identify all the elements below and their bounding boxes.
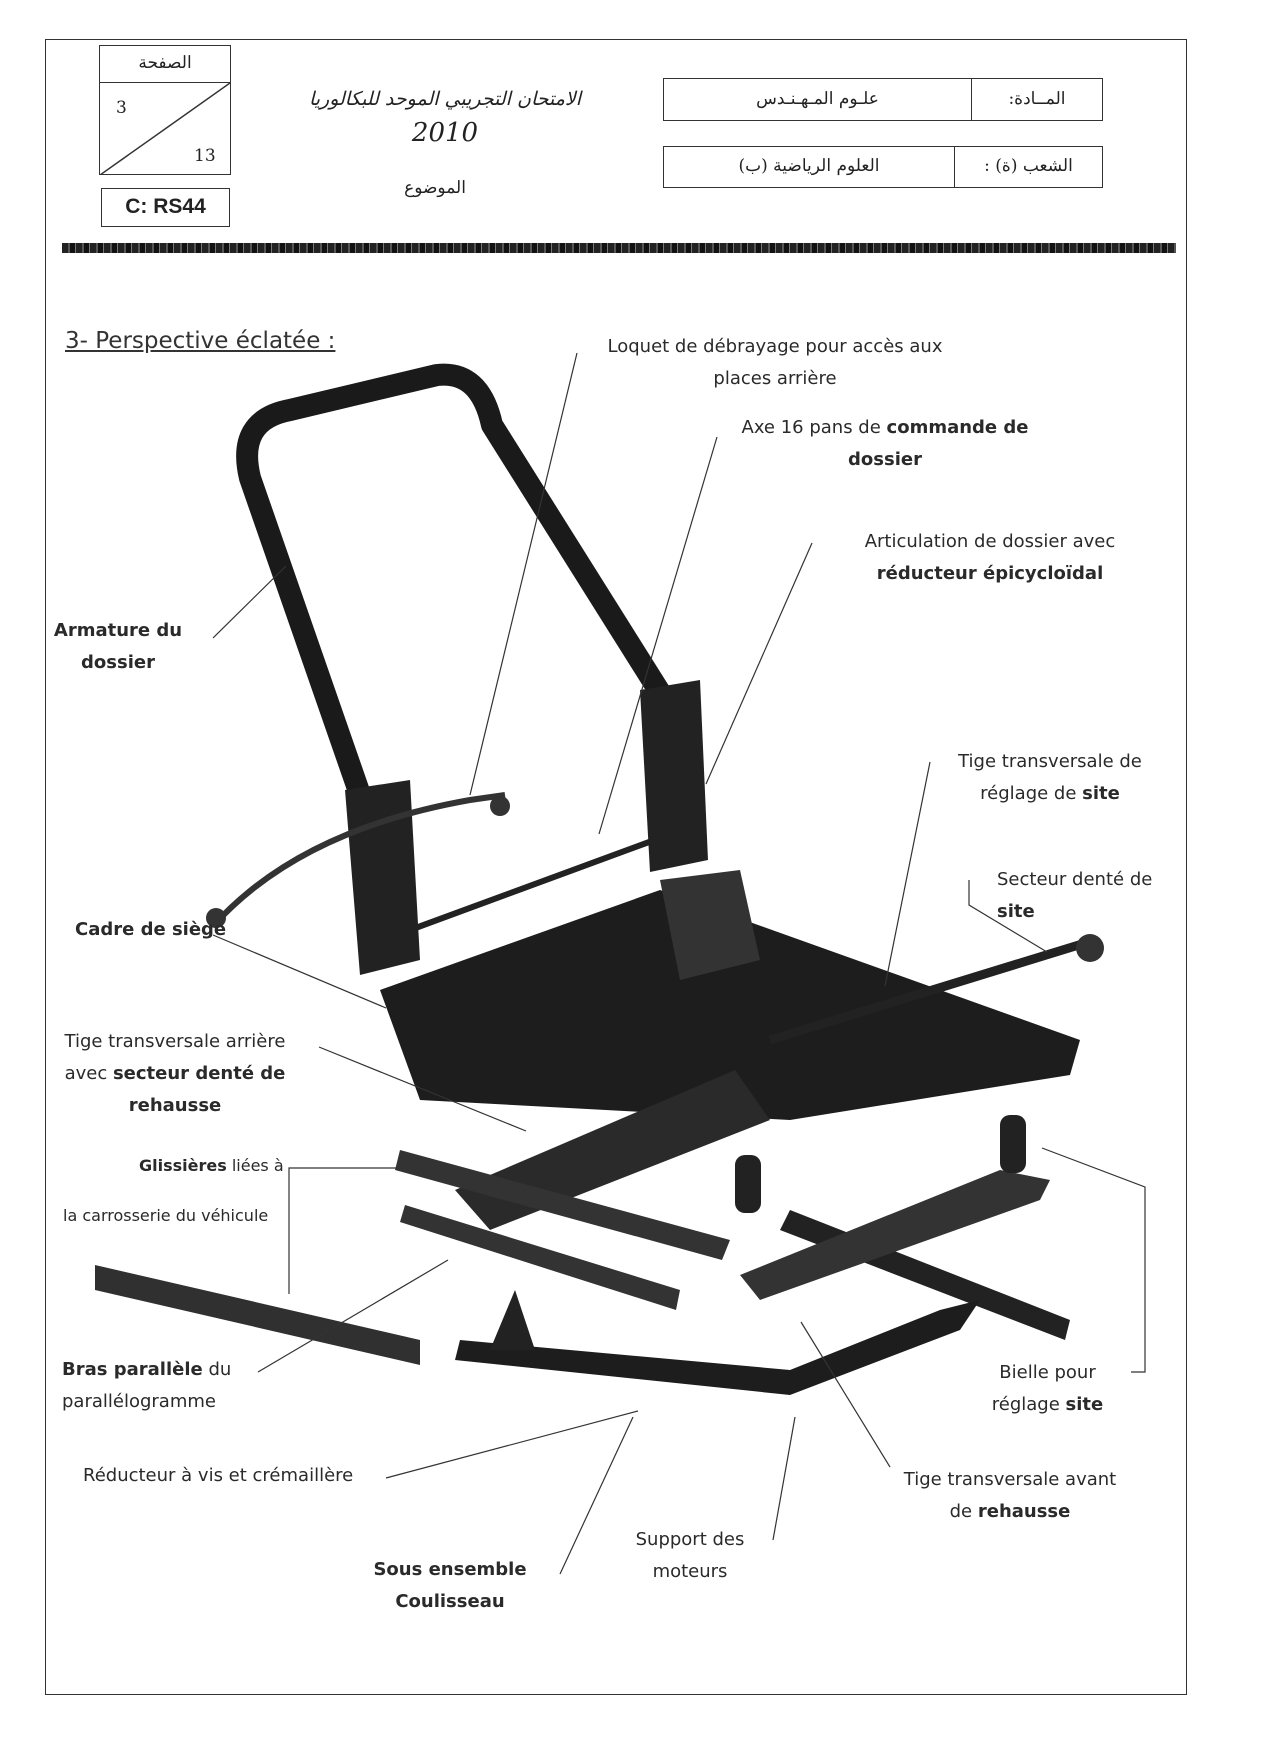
label-bras: Bras parallèle du parallélogramme (62, 1354, 231, 1418)
exam-code: C: RS44 (101, 188, 230, 227)
label-sous-ensemble-line2: Coulisseau (395, 1591, 505, 1612)
exam-title: الامتحان التجريبي الموحد للبكالوريا (308, 88, 582, 110)
label-secteur-site-line2: site (997, 901, 1035, 922)
label-tige-avant-line1: Tige transversale avant (903, 1469, 1117, 1490)
label-tige-arriere-line3: rehausse (128, 1095, 222, 1116)
label-tige-avant-text: de (949, 1501, 978, 1522)
label-support: Support des moteurs (610, 1524, 770, 1588)
label-axe: Axe 16 pans de commande de dossier (735, 412, 1035, 476)
label-tige-site-line1: Tige transversale de (958, 751, 1142, 772)
label-bielle-bold: site (1065, 1394, 1104, 1415)
label-tige-avant: Tige transversale avant de rehausse (890, 1464, 1130, 1528)
label-support-line2: moteurs (652, 1561, 728, 1582)
label-bielle: Bielle pour réglage site (975, 1357, 1120, 1421)
label-secteur-site: Secteur denté de site (997, 864, 1177, 928)
label-glissieres-text: liées à (226, 1156, 284, 1175)
label-sous-ensemble-line1: Sous ensemble (373, 1559, 527, 1580)
label-articulation-line1: Articulation de dossier avec (864, 531, 1116, 552)
page-label: الصفحة (100, 46, 230, 83)
label-tige-site-text: réglage de (980, 783, 1083, 804)
label-axe-line2: dossier (848, 449, 922, 470)
filiere-value: العلوم الرياضية (ب) (738, 156, 880, 176)
label-articulation: Articulation de dossier avec réducteur é… (850, 526, 1130, 590)
label-glissieres-line2: la carrosserie du véhicule (63, 1206, 269, 1225)
page-current: 3 (116, 98, 127, 118)
diagonal-divider (100, 83, 230, 175)
label-tige-arriere-bold: secteur denté de (112, 1063, 286, 1084)
page-number-box: الصفحة 3 13 (99, 45, 231, 175)
filiere-box: العلوم الرياضية (ب) الشعب (ة) : (663, 146, 1103, 188)
label-support-line1: Support des (635, 1529, 745, 1550)
label-bras-bold: Bras parallèle (62, 1359, 203, 1380)
label-secteur-site-line1: Secteur denté de (997, 869, 1153, 890)
header-separator (62, 243, 1176, 253)
label-sous-ensemble: Sous ensemble Coulisseau (360, 1554, 540, 1618)
label-armature-line2: dossier (81, 652, 155, 673)
label-tige-site: Tige transversale de réglage de site (940, 746, 1160, 810)
label-bielle-text: réglage (991, 1394, 1066, 1415)
subject-label: الموضوع (404, 178, 466, 198)
label-tige-arriere-text: avec (64, 1063, 113, 1084)
label-glissieres: Glissières liées à (139, 1150, 284, 1182)
page-border (45, 39, 1187, 1695)
label-bielle-line1: Bielle pour (999, 1362, 1096, 1383)
label-loquet-line1: Loquet de débrayage pour accès aux (607, 336, 943, 357)
label-bras-line2: parallélogramme (62, 1391, 216, 1412)
label-bras-text: du (202, 1359, 232, 1380)
matiere-label: المــادة: (971, 79, 1102, 120)
backrest-frame (206, 363, 708, 975)
label-axe-text: Axe 16 pans de (741, 417, 887, 438)
leader-lines (212, 352, 1146, 1575)
label-articulation-line2: réducteur épicycloïdal (876, 563, 1104, 584)
label-cadre: Cadre de siège (75, 919, 227, 940)
rails-and-links (95, 1070, 1070, 1395)
label-tige-arriere-line1: Tige transversale arrière (64, 1031, 286, 1052)
label-tige-avant-bold: rehausse (977, 1501, 1071, 1522)
label-armature-line1: Armature du (53, 620, 183, 641)
exam-year: 2010 (411, 118, 479, 148)
label-tige-arriere: Tige transversale arrière avec secteur d… (55, 1026, 295, 1122)
label-axe-bold: commande de (886, 417, 1029, 438)
page-total: 13 (194, 146, 216, 166)
filiere-label: الشعب (ة) : (954, 147, 1102, 187)
label-reducteur: Réducteur à vis et crémaillère (83, 1465, 354, 1486)
label-glissieres-bold: Glissières (139, 1156, 227, 1175)
label-loquet-line2: places arrière (713, 368, 837, 389)
label-tige-site-bold: site (1082, 783, 1120, 804)
section-heading: 3- Perspective éclatée : (65, 328, 336, 354)
label-armature: Armature du dossier (50, 615, 186, 679)
matiere-value: علـوم المـهـنـدس (756, 89, 879, 109)
label-loquet: Loquet de débrayage pour accès aux place… (590, 331, 960, 395)
matiere-box: علـوم المـهـنـدس المــادة: (663, 78, 1103, 121)
seat-frame (380, 870, 1104, 1120)
